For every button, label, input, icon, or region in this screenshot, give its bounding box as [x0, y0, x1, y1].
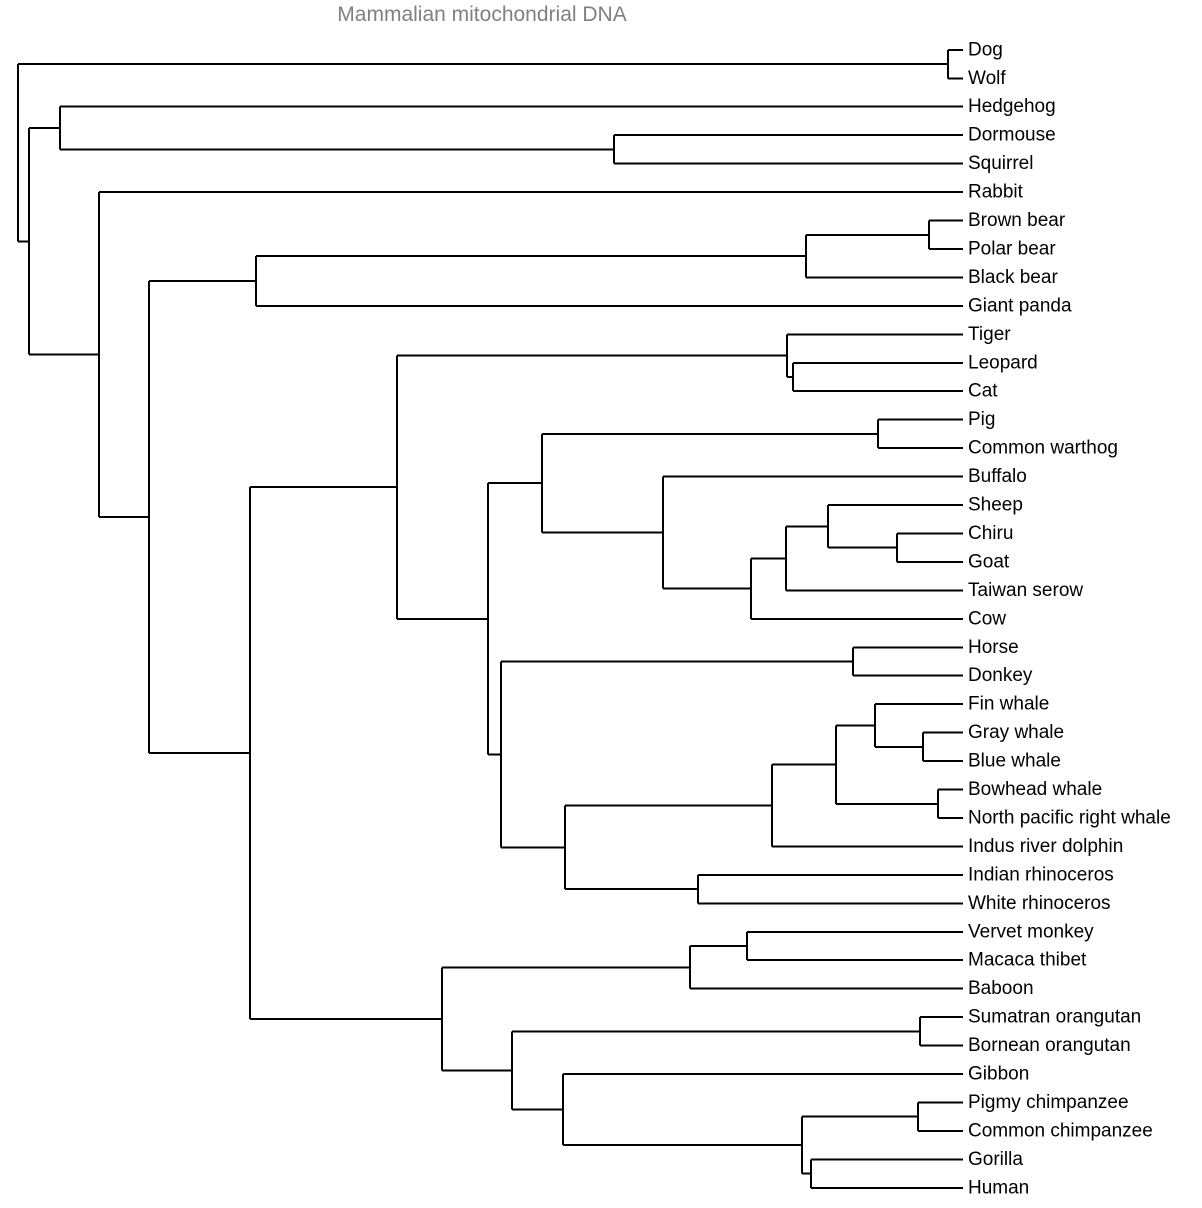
leaf-label: Dormouse [968, 125, 1056, 146]
leaf-label: Common warthog [968, 438, 1118, 459]
leaf-label: Goat [968, 551, 1010, 572]
chart-title: Mammalian mitochondrial DNA [337, 3, 626, 26]
leaf-label: Horse [968, 637, 1019, 658]
leaf-label: Tiger [968, 324, 1011, 345]
leaf-label: Bornean orangutan [968, 1035, 1131, 1056]
leaf-label: Giant panda [968, 295, 1072, 316]
leaf-label: Common chimpanzee [968, 1120, 1153, 1141]
leaf-label: Sheep [968, 495, 1023, 516]
leaf-label: Cow [968, 608, 1006, 629]
leaf-label: Polar bear [968, 239, 1056, 260]
leaf-label: Hedgehog [968, 96, 1056, 117]
leaf-label: Buffalo [968, 466, 1027, 487]
tree-edges [17, 48, 963, 1189]
leaf-label: Indus river dolphin [968, 836, 1123, 857]
leaf-label: Pig [968, 409, 995, 430]
leaf-label: Bowhead whale [968, 779, 1102, 800]
leaf-label: White rhinoceros [968, 893, 1111, 914]
leaf-label: Human [968, 1177, 1029, 1198]
leaf-label: Gibbon [968, 1064, 1029, 1085]
leaf-label: Vervet monkey [968, 921, 1094, 942]
leaf-label: Gray whale [968, 722, 1064, 743]
leaf-label: Cat [968, 381, 998, 402]
leaf-label: Fin whale [968, 694, 1049, 715]
leaf-label: Black bear [968, 267, 1058, 288]
leaf-label: Wolf [968, 68, 1006, 89]
leaf-label: Gorilla [968, 1149, 1023, 1170]
leaf-label: Squirrel [968, 153, 1033, 174]
leaf-label: Baboon [968, 978, 1034, 999]
leaf-label: Rabbit [968, 182, 1024, 203]
leaf-labels: DogWolfHedgehogDormouseSquirrelRabbitBro… [968, 39, 1171, 1198]
leaf-label: Brown bear [968, 210, 1066, 231]
leaf-label: Macaca thibet [968, 950, 1087, 971]
leaf-label: Leopard [968, 352, 1038, 373]
leaf-label: Donkey [968, 665, 1033, 686]
leaf-label: Chiru [968, 523, 1013, 544]
leaf-label: Sumatran orangutan [968, 1007, 1141, 1028]
leaf-label: Taiwan serow [968, 580, 1083, 601]
leaf-label: North pacific right whale [968, 808, 1171, 829]
leaf-label: Pigmy chimpanzee [968, 1092, 1129, 1113]
leaf-label: Dog [968, 39, 1003, 60]
leaf-label: Indian rhinoceros [968, 864, 1114, 885]
leaf-label: Blue whale [968, 751, 1061, 772]
